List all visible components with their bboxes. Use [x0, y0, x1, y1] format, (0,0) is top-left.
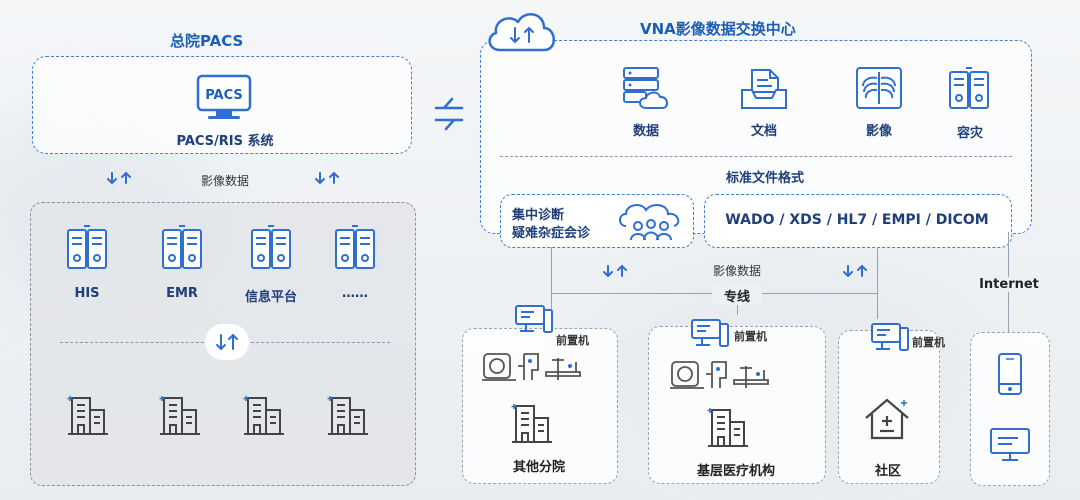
computer-monitor-icon: [988, 426, 1032, 464]
site-label-branch: 其他分院: [512, 460, 565, 475]
site-box-community: [838, 330, 940, 484]
system-label-his: HIS: [74, 286, 100, 301]
system-label-emr: EMR: [166, 286, 198, 301]
swap-arrows-icon: [432, 94, 466, 134]
bottom-exchange-label: 影像数据: [712, 264, 761, 278]
front-machine-icon: [514, 304, 554, 334]
medical-equipment-icon: [480, 350, 596, 384]
diagnosis-line-2: 疑难杂症会诊: [512, 226, 591, 241]
server-icon: [330, 224, 380, 272]
front-machine-label: 前置机: [734, 330, 767, 343]
front-machine-label: 前置机: [912, 336, 945, 349]
building-icon: [326, 392, 370, 438]
vna-title: VNA影像数据交换中心: [640, 20, 796, 38]
exchange-arrows-icon: [602, 262, 634, 280]
backup-server-icon: [944, 66, 994, 112]
building-icon: [158, 392, 202, 438]
pacs-label: PACS/RIS 系统: [176, 134, 274, 149]
exchange-arrows-icon: [842, 262, 874, 280]
front-machine-icon: [690, 318, 730, 348]
front-machine-icon: [870, 322, 910, 352]
diagnosis-line-1: 集中诊断: [512, 208, 565, 223]
server-icon: [246, 224, 296, 272]
formats-label: WADO / XDS / HL7 / EMPI / DICOM: [725, 212, 989, 228]
site-box-primary-care: [648, 326, 826, 484]
vna-item-label-data: 数据: [632, 124, 659, 139]
medical-equipment-icon: [668, 358, 784, 392]
connector-line: [551, 247, 552, 293]
divider: [500, 156, 1012, 157]
xray-ribcage-icon: [853, 64, 905, 112]
diagnosis-box: [500, 194, 694, 248]
vna-item-label-disaster-recovery: 容灾: [956, 126, 983, 141]
community-house-icon: [862, 396, 912, 444]
front-machine-label: 前置机: [556, 334, 589, 347]
pacs-monitor-icon: PACS: [196, 74, 252, 122]
dedicated-line-label: 专线: [712, 286, 762, 305]
connector-line: [551, 293, 552, 309]
formats-box: [704, 194, 1012, 248]
cloud-exchange-icon: [482, 6, 562, 60]
site-label-primary-care: 基层医疗机构: [696, 464, 775, 479]
exchange-arrows-icon: [106, 169, 138, 187]
vna-item-label-image: 影像: [865, 124, 892, 139]
server-icon: [62, 224, 112, 272]
group-cloud-icon: [616, 200, 686, 244]
site-label-community: 社区: [874, 464, 901, 479]
internet-label: Internet: [978, 277, 1040, 292]
pacs-icon-text: PACS: [205, 88, 243, 103]
exchange-arrows-icon: [314, 169, 346, 187]
server-icon: [157, 224, 207, 272]
left-exchange-label: 影像数据: [200, 174, 249, 188]
building-icon: [510, 400, 554, 446]
system-label-more: ……: [342, 286, 368, 301]
vna-item-label-document: 文档: [750, 124, 777, 139]
system-label-platform: 信息平台: [244, 290, 297, 305]
building-icon: [706, 404, 750, 450]
database-cloud-icon: [620, 66, 672, 112]
building-icon: [242, 392, 286, 438]
document-tray-icon: [738, 66, 790, 112]
exchange-arrows-icon: [205, 324, 249, 360]
building-icon: [66, 392, 110, 438]
standard-format-title: 标准文件格式: [725, 171, 804, 186]
connector-line: [877, 293, 878, 319]
connector-line: [877, 247, 878, 293]
left-title: 总院PACS: [170, 32, 244, 50]
mobile-phone-icon: [995, 352, 1025, 396]
